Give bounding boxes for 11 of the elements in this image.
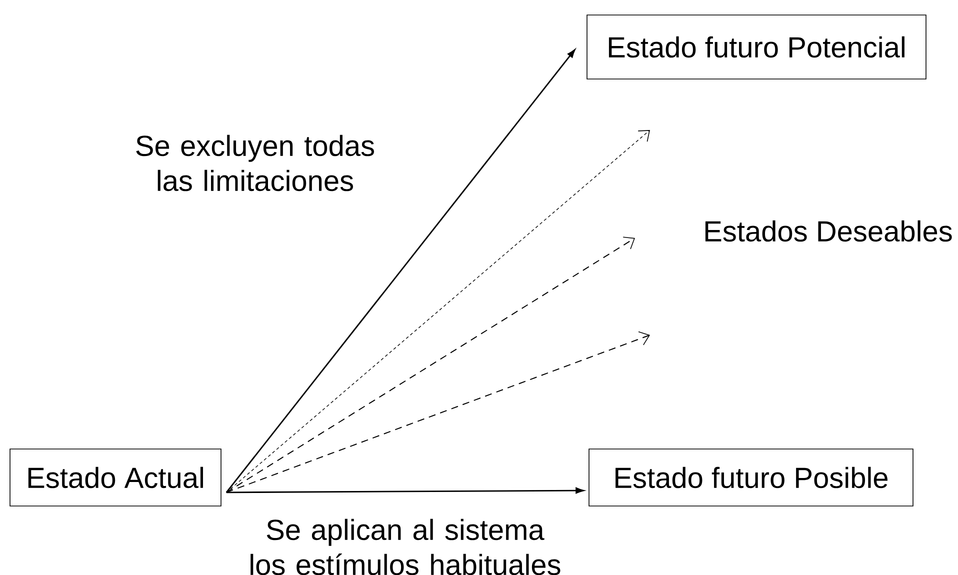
label: Se excluyen todas las limitaciones (136, 134, 374, 192)
arrow (226, 130, 650, 493)
state-box: Estado futuro Posible (588, 448, 914, 506)
arrow (226, 331, 650, 493)
arrow (226, 49, 576, 493)
arrow (226, 236, 635, 493)
edge-label: Se aplican al sistema los estímulos habituales (250, 518, 560, 575)
state-box: Estado futuro Potencial (586, 14, 926, 80)
arrow (226, 487, 584, 494)
state-box: Estado Actual (10, 448, 222, 506)
label: Estados Deseables (705, 220, 952, 242)
